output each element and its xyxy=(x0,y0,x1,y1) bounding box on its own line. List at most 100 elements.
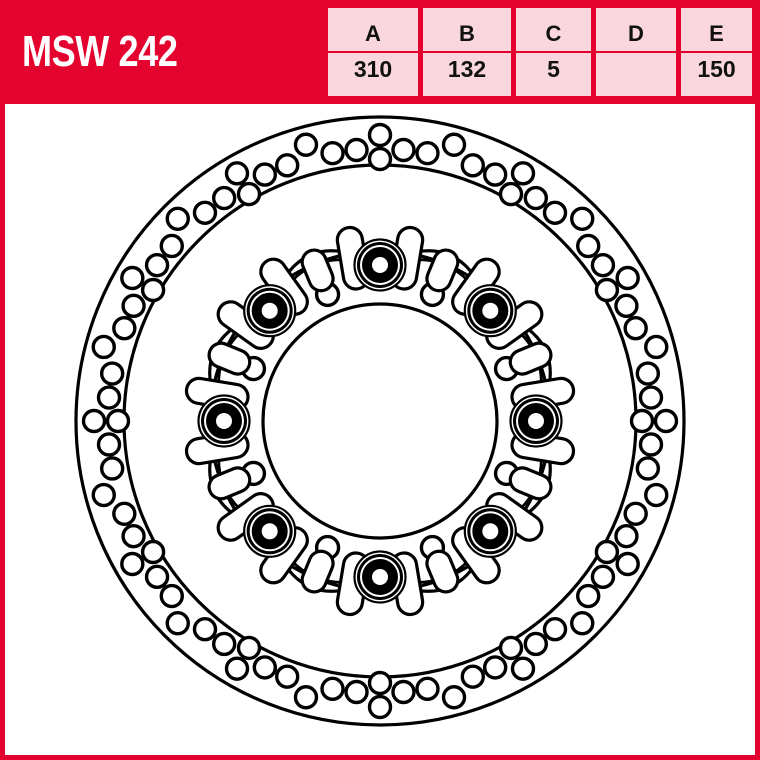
cooling-hole xyxy=(140,277,166,303)
spec-value-b: 132 xyxy=(423,53,511,96)
cooling-hole xyxy=(293,685,319,710)
cooling-hole xyxy=(344,137,369,163)
cooling-hole xyxy=(510,656,536,681)
bobbin-bore xyxy=(372,257,388,273)
cooling-hole xyxy=(105,408,131,434)
cooling-hole xyxy=(274,664,300,689)
float-bobbin xyxy=(353,550,407,604)
cooling-hole xyxy=(96,385,122,410)
spec-col-header-c: C xyxy=(516,8,591,51)
spec-col-header-b: B xyxy=(423,8,511,51)
cooling-hole xyxy=(623,501,648,527)
carrier-oval-relief xyxy=(207,466,252,501)
cooling-hole xyxy=(121,293,146,319)
cooling-hole xyxy=(498,181,524,207)
cooling-hole xyxy=(211,185,237,211)
disc-geometry xyxy=(74,115,686,727)
float-bobbins xyxy=(197,238,563,604)
cooling-hole xyxy=(635,361,661,386)
cooling-hole xyxy=(91,334,116,360)
cooling-hole xyxy=(542,617,568,642)
bobbin-bore xyxy=(482,302,499,319)
cooling-hole xyxy=(570,611,595,636)
cooling-hole xyxy=(644,482,669,508)
cooling-hole xyxy=(638,432,664,457)
carrier-small-holes xyxy=(207,248,553,594)
carrier-oval-relief xyxy=(425,248,460,293)
cooling-hole xyxy=(638,385,664,410)
cooling-hole xyxy=(441,685,467,710)
cooling-hole xyxy=(644,334,669,360)
carrier-oval-relief xyxy=(508,466,553,501)
float-bobbin xyxy=(353,238,407,292)
cooling-hole xyxy=(144,564,170,590)
cooling-hole xyxy=(615,551,640,577)
spec-table: A B C D E 310 132 5 150 xyxy=(328,8,752,96)
cooling-hole xyxy=(140,539,166,565)
drilled-hole-pattern xyxy=(81,122,679,720)
cooling-hole xyxy=(367,694,393,720)
cooling-hole xyxy=(415,676,440,702)
cooling-hole xyxy=(523,185,549,211)
cooling-hole xyxy=(623,315,648,341)
cooling-hole xyxy=(653,408,679,434)
cooling-hole xyxy=(391,137,416,163)
cooling-hole xyxy=(121,523,146,549)
carrier-oval-relief xyxy=(508,341,553,376)
cooling-hole xyxy=(120,265,145,291)
bobbin-bore xyxy=(528,413,544,429)
cooling-hole xyxy=(615,265,640,291)
cooling-hole xyxy=(367,122,393,148)
float-bobbin xyxy=(197,394,251,448)
cooling-hole xyxy=(112,501,137,527)
cooling-hole xyxy=(460,664,486,689)
cooling-hole xyxy=(293,132,319,157)
spec-value-d xyxy=(596,53,676,96)
carrier-oval-relief xyxy=(300,248,335,293)
cooling-hole xyxy=(523,631,549,657)
page-title: MSW 242 xyxy=(22,27,178,76)
cooling-hole xyxy=(165,611,190,636)
cooling-hole xyxy=(81,408,107,434)
cooling-hole xyxy=(391,679,416,705)
float-bobbin xyxy=(243,504,297,558)
cooling-hole xyxy=(415,140,440,166)
cooling-hole xyxy=(590,252,616,278)
cooling-hole xyxy=(211,631,237,657)
bobbin-bore xyxy=(216,413,232,429)
float-bobbin xyxy=(243,284,297,338)
spec-col-header-d: D xyxy=(596,8,676,51)
cooling-hole xyxy=(367,146,393,172)
float-bobbin xyxy=(509,394,563,448)
cooling-hole xyxy=(576,233,601,259)
cooling-hole xyxy=(576,583,601,609)
cooling-hole xyxy=(99,456,125,481)
cooling-hole xyxy=(498,635,524,661)
cooling-hole xyxy=(91,482,116,508)
carrier-oval-relief xyxy=(207,341,252,376)
cooling-hole xyxy=(224,656,250,681)
carrier-oval-relief xyxy=(425,549,460,594)
cooling-hole xyxy=(96,432,122,457)
spec-table-header-row: A B C D E xyxy=(328,8,752,51)
cooling-hole xyxy=(159,583,184,609)
cooling-hole xyxy=(224,161,250,186)
cooling-hole xyxy=(165,206,190,231)
cooling-hole xyxy=(252,162,278,187)
cooling-hole xyxy=(274,153,300,178)
cooling-hole xyxy=(441,132,467,157)
float-bobbin xyxy=(463,284,517,338)
cooling-hole xyxy=(252,655,278,680)
cooling-hole xyxy=(236,635,262,661)
cooling-hole xyxy=(614,523,639,549)
cooling-hole xyxy=(367,670,393,696)
spec-value-c: 5 xyxy=(516,53,591,96)
cooling-hole xyxy=(594,277,620,303)
bobbin-bore xyxy=(261,523,278,540)
spec-value-e: 150 xyxy=(681,53,752,96)
cooling-hole xyxy=(594,539,620,565)
cooling-hole xyxy=(590,564,616,590)
spec-col-header-e: E xyxy=(681,8,752,51)
cooling-hole xyxy=(542,200,568,225)
